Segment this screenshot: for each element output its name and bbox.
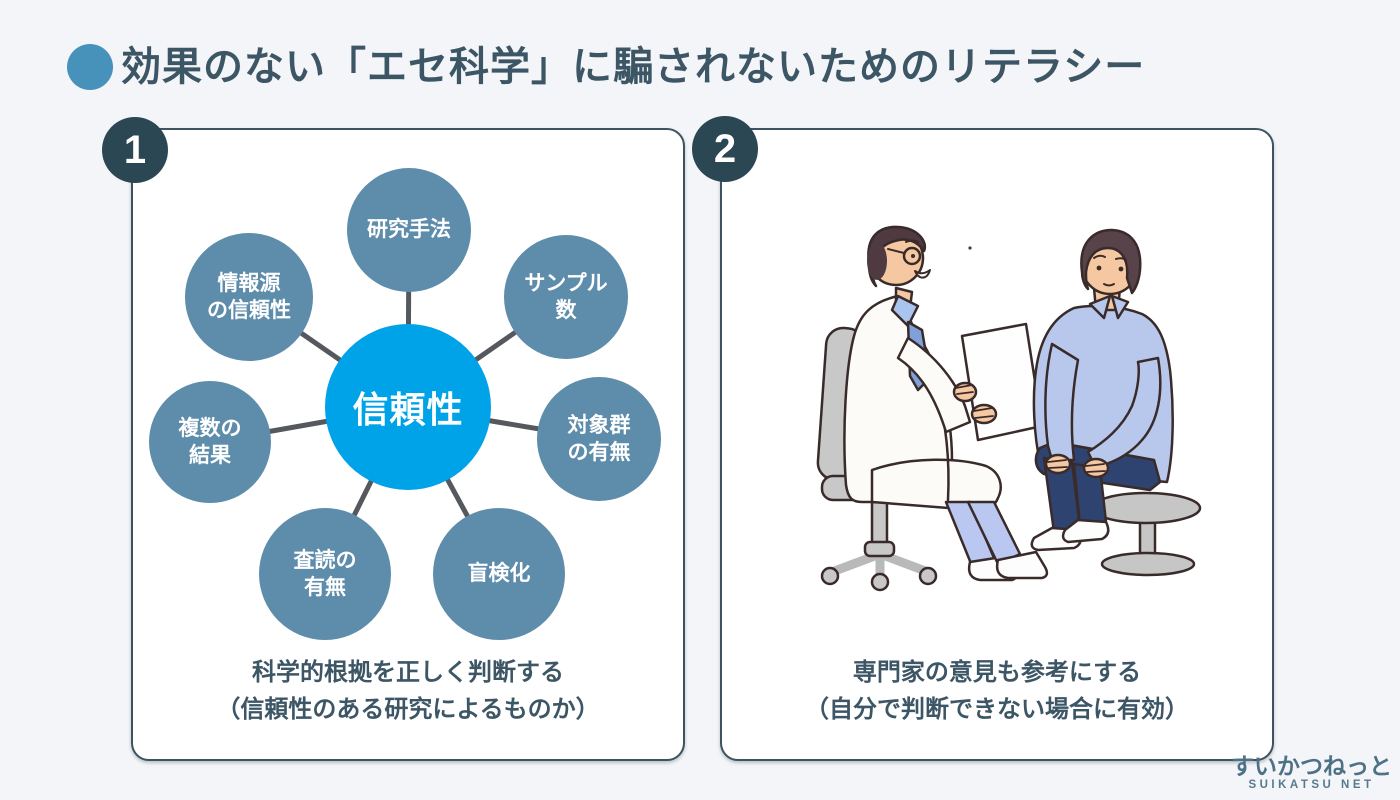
hub-node-multiple-results: 複数の 結果	[149, 381, 271, 503]
hub-node-control-group: 対象群 の有無	[537, 377, 661, 501]
hub-node-source-reliability: 情報源 の信頼性	[185, 233, 313, 361]
doctor-figure	[843, 225, 1049, 582]
hub-node-blinding: 盲検化	[433, 508, 565, 640]
title-bullet-icon	[67, 44, 113, 90]
doctor-patient-illustration	[816, 225, 1202, 592]
site-logo: すいかつねっと SUIKATSU NET	[1231, 754, 1392, 791]
hub-node-sample-size: サンプル 数	[504, 235, 628, 359]
panel1-number-badge: 1	[102, 117, 168, 183]
document-paper	[960, 322, 1044, 442]
hub-center-node: 信頼性	[325, 324, 491, 490]
page-title: 効果のない「エセ科学」に騙されないためのリテラシー	[121, 45, 1146, 89]
logo-english-text: SUIKATSU NET	[1248, 779, 1375, 792]
hub-node-peer-review: 査読の 有無	[259, 508, 391, 640]
patient-figure	[1030, 228, 1174, 552]
panel2-caption: 専門家の意見も参考にする （自分で判断できない場合に有効）	[805, 659, 1189, 724]
panel2-number-badge: 2	[692, 116, 758, 182]
title-row: 効果のない「エセ科学」に騙されないためのリテラシー	[0, 0, 1400, 110]
stool	[1090, 491, 1202, 577]
logo-japanese-text: すいかつねっと	[1231, 753, 1392, 779]
ink-speck	[968, 246, 972, 250]
panel1-caption: 科学的根拠を正しく判断する （信頼性のある研究によるものか）	[216, 659, 600, 724]
panel-expert-opinion: 2	[692, 116, 1274, 761]
panel-scientific-evidence: 1 研究手法 情報源 の信頼性 サンプル 数 複数の 結果 対象群 の有無 査読…	[102, 117, 685, 761]
hub-node-research-method: 研究手法	[347, 168, 471, 292]
